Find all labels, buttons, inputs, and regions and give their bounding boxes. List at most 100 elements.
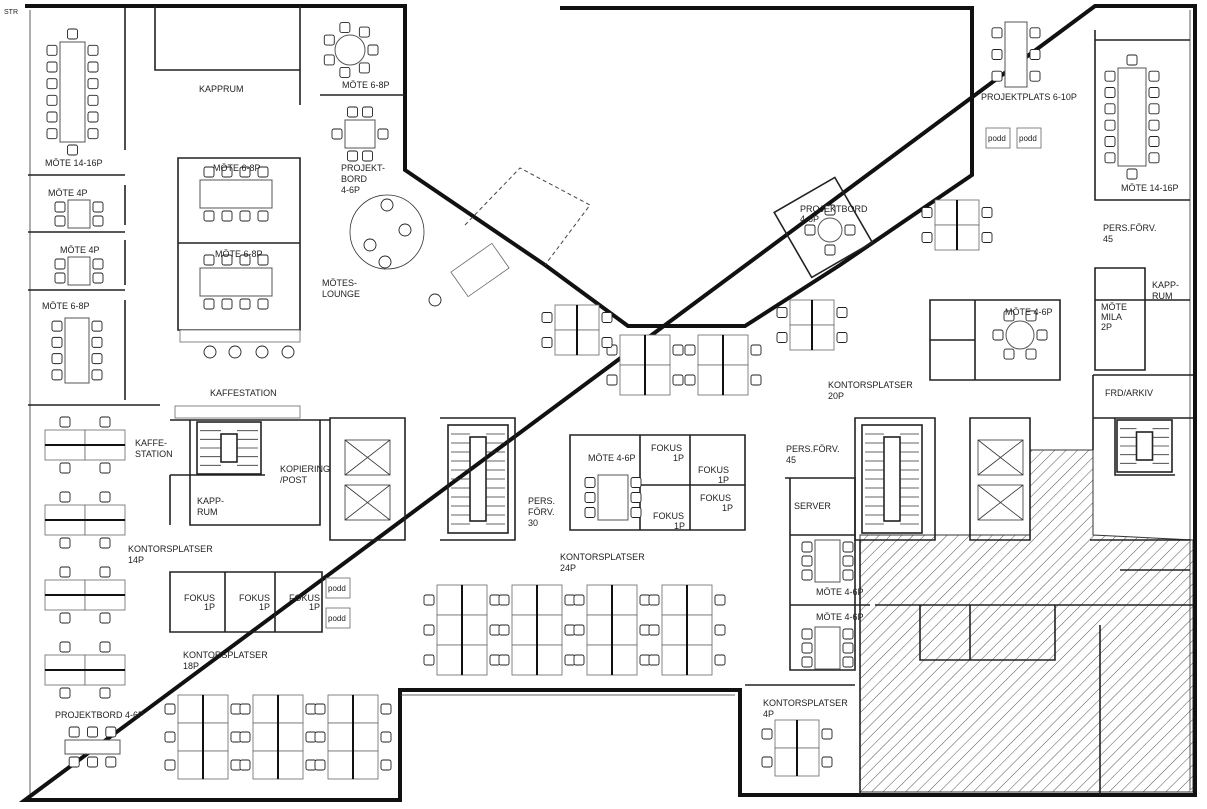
desk — [177, 722, 204, 752]
elevators — [344, 439, 1024, 521]
chair — [46, 44, 58, 56]
chair — [1003, 310, 1015, 322]
desk — [327, 750, 354, 780]
chair — [750, 374, 762, 386]
room-label: MÖTE 4P — [48, 188, 88, 198]
chair — [239, 166, 251, 178]
desk — [436, 644, 463, 676]
chair — [564, 624, 576, 636]
chair — [99, 416, 111, 428]
chair — [584, 477, 596, 488]
chair — [221, 254, 233, 266]
table — [64, 317, 90, 384]
desk — [934, 224, 958, 251]
stool — [363, 238, 377, 252]
chair — [1025, 348, 1037, 360]
desk — [686, 584, 713, 616]
chair — [836, 307, 848, 318]
desk — [811, 299, 835, 326]
chair — [423, 624, 435, 636]
desk — [774, 747, 798, 777]
chair — [921, 232, 933, 243]
chair — [230, 703, 242, 715]
chair — [305, 703, 317, 715]
chair — [1025, 310, 1037, 322]
chair — [54, 272, 66, 284]
chair — [51, 336, 63, 348]
hatched-area — [859, 449, 1194, 793]
chair — [573, 594, 585, 606]
desk — [352, 694, 379, 724]
chair — [423, 654, 435, 666]
chair — [991, 49, 1003, 60]
desk — [352, 750, 379, 780]
chair — [648, 594, 660, 606]
desk — [686, 644, 713, 676]
chair — [844, 224, 856, 236]
desk — [811, 324, 835, 351]
desk — [84, 444, 126, 461]
chair — [630, 492, 642, 503]
desk — [436, 584, 463, 616]
chair — [1148, 103, 1160, 115]
stair-well — [447, 424, 509, 534]
desk — [44, 579, 86, 596]
chair — [362, 106, 373, 118]
room-label: PROJEKTBORD 4-6P — [55, 710, 144, 720]
table — [67, 199, 91, 229]
desk — [536, 644, 563, 676]
desk — [586, 614, 613, 646]
chair — [91, 369, 103, 381]
desk — [697, 334, 724, 366]
desk — [536, 614, 563, 646]
chair — [1148, 87, 1160, 98]
chair — [339, 22, 351, 34]
stool — [398, 223, 412, 237]
table — [59, 41, 86, 143]
chair — [87, 78, 99, 90]
chair — [1148, 136, 1160, 147]
desk — [722, 364, 749, 396]
chair — [573, 624, 585, 636]
desk — [619, 334, 646, 366]
desk — [586, 644, 613, 676]
chair — [564, 654, 576, 666]
chair — [776, 307, 788, 318]
desk — [511, 644, 538, 676]
chair — [541, 337, 553, 348]
chair — [842, 656, 854, 668]
chair — [776, 332, 788, 343]
chair — [203, 298, 215, 310]
chair — [842, 541, 854, 553]
desk — [202, 750, 229, 780]
desk — [202, 722, 229, 752]
desk — [789, 324, 813, 351]
podd-label: podd — [328, 584, 346, 593]
chair — [164, 759, 176, 771]
desk — [934, 199, 958, 226]
room-label: MÖTE 6-8P — [213, 163, 261, 173]
chair — [314, 703, 326, 715]
desk — [352, 722, 379, 752]
podd-booths: podd podd podd podd — [325, 127, 1042, 629]
chair — [239, 254, 251, 266]
chair — [1003, 348, 1015, 360]
desk — [956, 199, 980, 226]
chair — [230, 731, 242, 743]
chair — [257, 298, 269, 310]
chair — [92, 215, 104, 227]
chair — [801, 569, 813, 581]
desk — [84, 519, 126, 536]
chair — [801, 555, 813, 567]
chair — [67, 28, 78, 40]
chair — [380, 731, 392, 743]
room-label: KOPIERING/POST — [280, 464, 330, 485]
room-label: MÖTE 14-16P — [1121, 183, 1179, 193]
chair — [59, 416, 71, 428]
chair — [305, 759, 317, 771]
